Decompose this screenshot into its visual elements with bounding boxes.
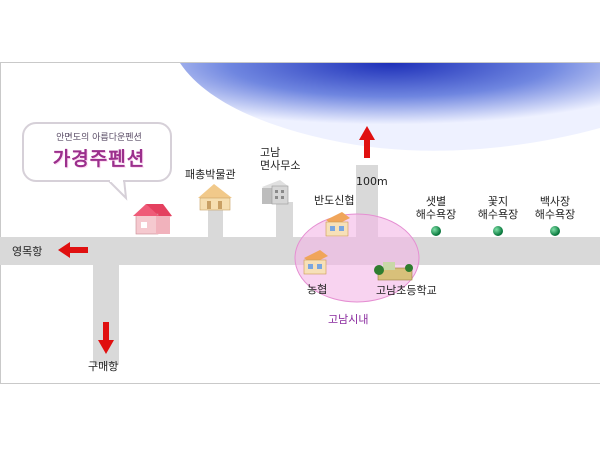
label-distance: 100m [356, 175, 388, 188]
school-icon [374, 262, 413, 281]
pension-bubble: 안면도의 아름다운펜션 가경주펜션 [22, 122, 172, 182]
label-bando: 반도신협 [314, 194, 355, 207]
bubble-tail-joint [110, 177, 123, 182]
beach-marker-3[interactable] [550, 226, 560, 236]
pension-house-icon [133, 204, 172, 235]
label-office-line1: 고남 [260, 146, 281, 159]
label-school: 고남초등학교 [376, 284, 437, 297]
beach-label-2-line2: 해수욕장 [477, 208, 519, 221]
office-icon [262, 180, 289, 205]
arrow-up-icon [359, 126, 375, 158]
arrow-down-icon [98, 322, 114, 354]
office-road [276, 202, 293, 237]
map-frame [0, 62, 600, 384]
bando-bank-icon [325, 212, 350, 237]
label-gumae: 구매항 [88, 360, 119, 373]
beach-marker-2[interactable] [493, 226, 503, 236]
bubble-subtitle: 안면도의 아름다운펜션 [56, 133, 142, 143]
beach-label-2-line1: 꽃지 [487, 195, 509, 208]
pension-title: 가경주펜션 [52, 148, 146, 170]
beach-label-1-line1: 샛별 [425, 195, 447, 208]
beach-marker-1[interactable] [431, 226, 441, 236]
beach-label-1-line2: 해수욕장 [415, 208, 457, 221]
beach-label-3-line1: 백사장 [539, 195, 571, 208]
sea-area [180, 63, 600, 151]
nonghyup-icon [303, 250, 328, 275]
arrow-left-icon [58, 242, 88, 258]
museum-icon [198, 184, 232, 211]
label-nonghyup: 농협 [307, 283, 328, 296]
label-town: 고남시내 [328, 313, 369, 326]
beach-label-3-line2: 해수욕장 [534, 208, 576, 221]
label-office-line2: 면사무소 [260, 159, 301, 172]
label-museum: 패총박물관 [185, 168, 236, 181]
museum-road [208, 208, 223, 237]
label-youngmok: 영목항 [12, 245, 43, 258]
